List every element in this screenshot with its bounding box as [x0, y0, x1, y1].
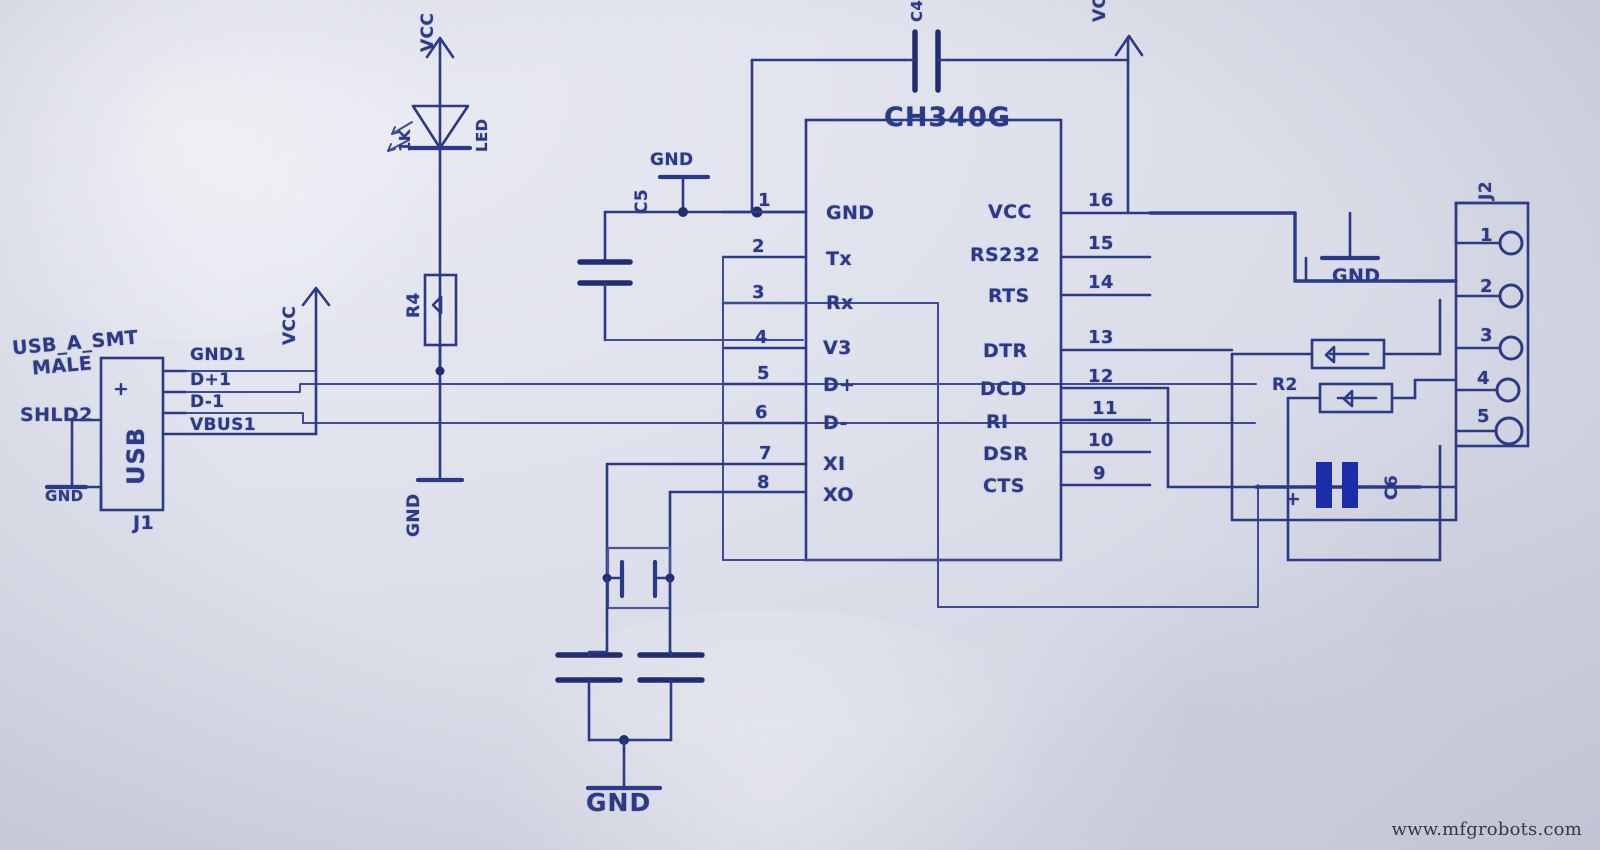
usb-connector-symbol — [44, 356, 188, 512]
ic-pin-number-4: 4 — [755, 327, 768, 348]
ic-pin-number-9: 9 — [1093, 463, 1106, 484]
j2-connector-symbol — [1454, 201, 1530, 448]
usb-shield-pin-label: SHLD2 — [20, 404, 93, 426]
right-gnd-label: GND — [1332, 265, 1381, 287]
ic-pin-label-dtr: DTR — [983, 340, 1028, 362]
resistor-pair-symbol — [1230, 298, 1458, 562]
ic-pin-number-16: 16 — [1088, 190, 1114, 211]
usb-vcc-rail-label: VCC — [280, 305, 300, 345]
ic-pin-label-dsr: DSR — [983, 443, 1029, 465]
c6-capacitor-symbol — [1254, 462, 1458, 508]
ic-pin-label-dcd: DCD — [980, 378, 1027, 400]
usb-body-label: USB — [122, 426, 150, 485]
usb-pin-dp1-label: D+1 — [190, 370, 232, 390]
ic-pin-number-6: 6 — [755, 402, 768, 423]
c5-ref-label: C5 — [632, 188, 652, 214]
c4-ref-label: C4 — [908, 0, 926, 22]
j2-pin-number-1: 1 — [1480, 225, 1493, 246]
ic-pin-number-13: 13 — [1088, 327, 1114, 348]
ic-pin-label-dplus: D+ — [823, 374, 856, 396]
usb-shield-gnd-label: GND — [45, 487, 84, 505]
ic-pin-label-rs232: RS232 — [970, 244, 1040, 266]
ic-pin-label-vcc: VCC — [988, 201, 1032, 223]
ic-pin-number-15: 15 — [1088, 233, 1114, 254]
ic-pin-label-v3: V3 — [823, 337, 852, 359]
ic-pin-label-gnd: GND — [826, 202, 875, 224]
crystal-gnd-label: GND — [586, 788, 652, 817]
ic-pin-number-5: 5 — [757, 363, 770, 384]
right-gnd-symbol — [1148, 211, 1458, 283]
j2-pin-number-4: 4 — [1477, 368, 1490, 389]
ic-pin-label-tx: Tx — [826, 248, 853, 270]
crystal-oscillator-symbol — [555, 462, 725, 791]
c5-gnd-label: GND — [650, 150, 694, 170]
j2-pin-number-2: 2 — [1480, 276, 1493, 297]
ic-pin-number-12: 12 — [1088, 366, 1114, 387]
j2-ref-label: J2 — [1476, 181, 1496, 200]
ic-name-label: CH340G — [884, 102, 1011, 133]
ic-pin-number-11: 11 — [1092, 398, 1118, 419]
c4-vcc-label: VCC — [1090, 0, 1110, 22]
led-vcc-label: VCC — [418, 12, 438, 52]
ic-pin-number-10: 10 — [1088, 430, 1114, 451]
r4-ref-label: R4 — [404, 292, 424, 318]
ic-pin-label-cts: CTS — [983, 475, 1025, 497]
ic-pin-label-dminus: D- — [823, 412, 848, 434]
ic-pin-number-3: 3 — [752, 282, 765, 303]
usb-plus-label: + — [113, 378, 130, 400]
ic-pin-label-xo: XO — [823, 484, 854, 506]
c6-ref-label: C6 — [1382, 474, 1402, 500]
c4-top-cap-symbol — [750, 29, 1144, 215]
site-watermark: www.mfgrobots.com — [1391, 819, 1582, 840]
ic-pin-label-rx: Rx — [826, 292, 854, 314]
usb-pin-dm1-label: D-1 — [190, 392, 225, 412]
ic-pin-number-14: 14 — [1088, 272, 1114, 293]
ic-pin-number-2: 2 — [752, 236, 765, 257]
led-branch-symbol — [387, 36, 473, 483]
j2-pin-number-5: 5 — [1477, 406, 1490, 427]
ic-right-pin-leads — [1059, 211, 1152, 487]
ic-pin-label-xi: XI — [823, 453, 846, 475]
ic-pin-label-ri: RI — [986, 411, 1009, 433]
j2-pin-number-3: 3 — [1480, 325, 1493, 346]
led-label: LED — [473, 118, 491, 152]
led-series-resistor-value: 1K — [396, 129, 414, 152]
r2-ref-label: R2 — [1272, 375, 1298, 395]
usb-pin-vbus1-label: VBUS1 — [190, 415, 256, 435]
ic-pin-label-rts: RTS — [988, 285, 1030, 307]
ic-pin-number-8: 8 — [757, 472, 770, 493]
usb-pin-gnd1-label: GND1 — [190, 345, 246, 365]
tx-rx-routing — [722, 256, 1259, 608]
right-trunk-wires — [1230, 444, 1458, 562]
ic-pin-number-7: 7 — [759, 443, 772, 464]
c6-polarity-label: + — [1285, 488, 1302, 510]
pin12-routing — [1148, 386, 1294, 489]
led-gnd-label: GND — [404, 493, 424, 538]
usb-ref-label: J1 — [133, 512, 155, 534]
ic-pin-number-1: 1 — [758, 190, 771, 211]
